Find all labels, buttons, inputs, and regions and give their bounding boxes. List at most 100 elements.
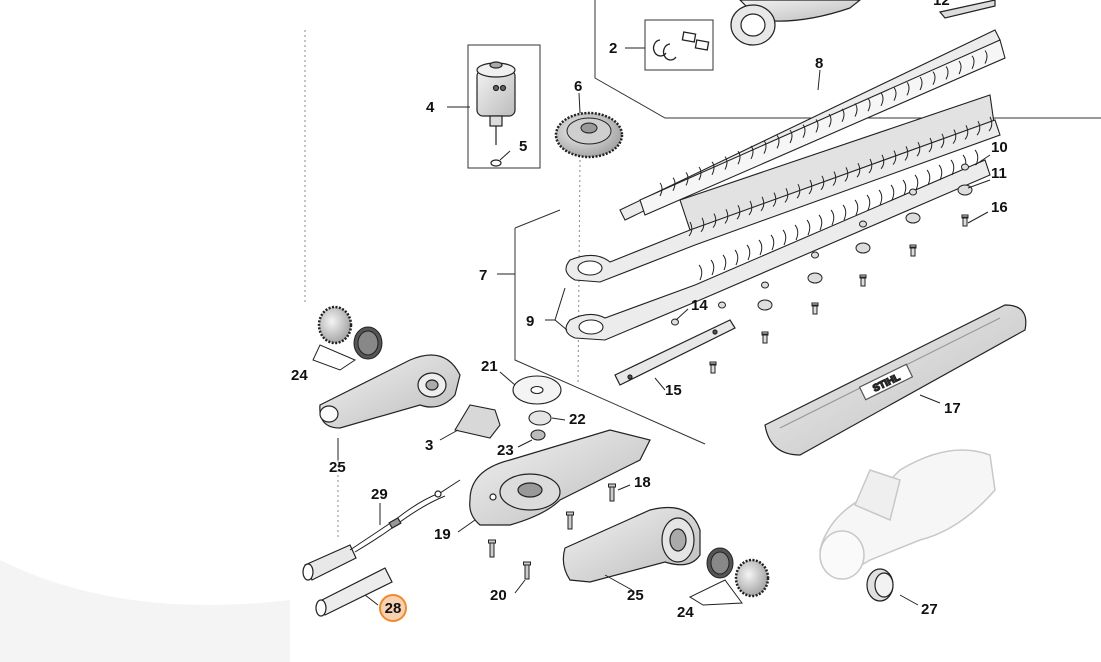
callout-19[interactable]: 19 xyxy=(434,526,451,543)
nut xyxy=(761,281,769,289)
blade-tooth xyxy=(928,137,933,153)
tubes-and-cable xyxy=(302,479,461,617)
screw xyxy=(859,274,867,287)
screw xyxy=(811,302,819,315)
screw xyxy=(488,539,496,558)
drive-gear xyxy=(554,111,624,159)
screw xyxy=(523,561,531,580)
blade-tooth xyxy=(830,209,835,226)
blade-tooth xyxy=(914,174,919,191)
callout-24-upper[interactable]: 24 xyxy=(291,367,308,384)
blade-tooth xyxy=(926,169,931,186)
blade-tooth xyxy=(841,108,845,123)
screw xyxy=(566,511,574,530)
washers xyxy=(512,375,562,441)
assembly-boxes xyxy=(467,0,1101,445)
blade-tooth xyxy=(770,234,775,251)
blade-tooth xyxy=(938,164,943,181)
blade-teeth xyxy=(659,50,993,281)
blade-tooth xyxy=(802,124,806,138)
top-handle-part xyxy=(730,0,861,46)
washer xyxy=(957,184,973,196)
screw xyxy=(961,214,969,227)
screw xyxy=(909,244,917,257)
blade-tooth xyxy=(736,204,741,220)
blade-assembly xyxy=(565,29,1006,341)
callout-3[interactable]: 3 xyxy=(425,437,434,454)
callout-6[interactable]: 6 xyxy=(574,78,583,95)
blade-tooth xyxy=(844,167,849,182)
blade-tooth xyxy=(904,146,909,161)
blade-tooth xyxy=(724,209,729,224)
blade-tooth xyxy=(974,149,979,166)
callout-2[interactable]: 2 xyxy=(609,40,618,57)
callout-25-upper[interactable]: 25 xyxy=(329,459,346,476)
callout-23[interactable]: 23 xyxy=(497,442,514,459)
blade-tooth xyxy=(842,204,847,221)
blade-tooth xyxy=(854,199,859,216)
blade-tooth xyxy=(806,219,811,236)
callout-28-highlighted[interactable]: 28 xyxy=(379,594,407,622)
blade-tooth xyxy=(672,177,676,191)
blade-tooth xyxy=(784,188,789,203)
nut xyxy=(961,163,969,171)
washer xyxy=(905,212,921,224)
callout-9[interactable]: 9 xyxy=(526,313,535,330)
blade-tooth xyxy=(854,103,858,117)
callout-15[interactable]: 15 xyxy=(665,382,682,399)
blade-tooth xyxy=(866,194,871,211)
callout-22[interactable]: 22 xyxy=(569,411,586,428)
callout-14[interactable]: 14 xyxy=(691,297,708,314)
blade-tooth xyxy=(832,171,837,186)
blade-tooth xyxy=(698,264,703,281)
blade-tooth xyxy=(988,116,993,132)
callout-29[interactable]: 29 xyxy=(371,486,388,503)
blade-tooth xyxy=(734,249,739,266)
blade-tooth xyxy=(722,254,727,271)
blade-tooth xyxy=(808,179,813,195)
callout-24-lower[interactable]: 24 xyxy=(677,604,694,621)
blade-tooth xyxy=(964,125,969,140)
blade-tooth xyxy=(878,189,883,206)
callout-25-lower[interactable]: 25 xyxy=(627,587,644,604)
callout-20[interactable]: 20 xyxy=(490,587,507,604)
callout-5[interactable]: 5 xyxy=(519,138,528,155)
washer xyxy=(757,299,773,311)
blade-tooth xyxy=(892,150,897,165)
blade-tooth xyxy=(902,179,907,196)
callout-8[interactable]: 8 xyxy=(815,55,824,72)
blade-tooth xyxy=(748,200,753,216)
blade-tooth xyxy=(828,113,832,128)
callout-27[interactable]: 27 xyxy=(921,601,938,618)
blade-tooth xyxy=(794,224,799,241)
blade-tooth xyxy=(940,133,945,149)
blade-tooth xyxy=(856,162,861,178)
small-parts xyxy=(671,163,973,374)
callout-11[interactable]: 11 xyxy=(991,165,1007,182)
callout-18[interactable]: 18 xyxy=(634,474,651,491)
callout-17[interactable]: 17 xyxy=(944,400,961,417)
blade-tooth xyxy=(958,60,962,75)
callout-21[interactable]: 21 xyxy=(481,358,498,375)
blade-tooth xyxy=(711,161,715,176)
blade-tooth xyxy=(698,166,702,181)
blade-tooth xyxy=(737,150,741,165)
gearbox-housing xyxy=(469,429,651,526)
callout-7[interactable]: 7 xyxy=(479,267,488,284)
support-plate xyxy=(614,319,736,386)
blade-tooth xyxy=(710,259,715,276)
callout-16[interactable]: 16 xyxy=(991,199,1008,216)
blade-tooth xyxy=(916,141,921,157)
machine-silhouette xyxy=(819,449,996,580)
callout-12[interactable]: 12 xyxy=(933,0,950,9)
motor xyxy=(476,61,516,145)
screws xyxy=(488,483,616,580)
callout-10[interactable]: 10 xyxy=(991,139,1008,156)
gear-set-upper xyxy=(317,305,383,360)
blade-tooth xyxy=(746,244,751,261)
blade-tooth xyxy=(712,213,717,228)
blade-tooth xyxy=(950,159,955,176)
callout-4[interactable]: 4 xyxy=(426,99,435,116)
